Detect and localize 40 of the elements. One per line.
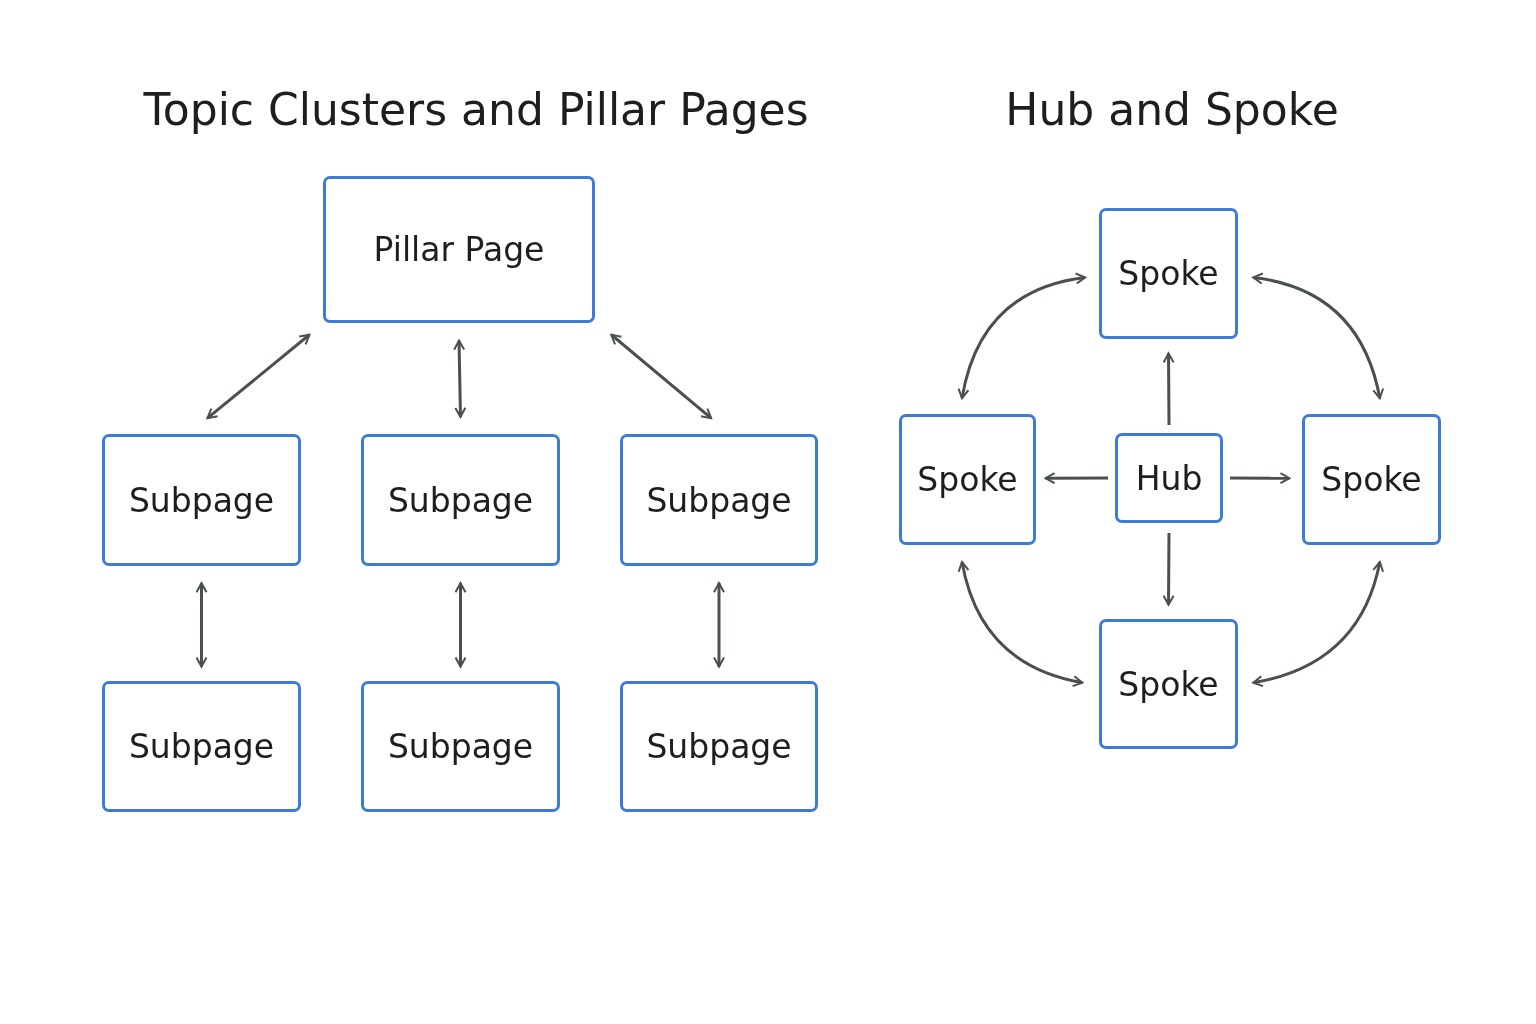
double-arrow [958,561,1084,687]
arrow [1162,532,1175,606]
page-box [620,681,818,812]
page-box [1302,414,1441,545]
node-label: Spoke [1118,664,1219,704]
page-box [620,434,818,566]
page-box [361,681,560,812]
node-label: Spoke [1118,254,1219,293]
section-title: Hub and Spoke [1005,84,1339,135]
node-label: Subpage [128,727,275,766]
page-box [102,434,301,566]
node-label: Spoke [1321,460,1422,499]
double-arrow [1252,561,1384,687]
double-arrow [206,333,311,420]
double-arrow [453,339,467,418]
double-arrow [195,582,208,668]
double-arrow [610,333,713,420]
page-box [323,176,595,323]
node-label: Spoke [917,460,1018,499]
node-label: Subpage [387,727,534,766]
page-box [1115,433,1223,523]
page-box [1099,208,1238,339]
node-label: Subpage [128,480,275,520]
node-label: Hub [1135,458,1203,498]
arrow [1230,472,1291,485]
page-box [102,681,301,812]
double-arrow [454,582,467,668]
arrow [1044,472,1108,485]
node-label: Subpage [387,480,534,520]
section-title: Topic Clusters and Pillar Pages [143,84,809,135]
double-arrow [957,272,1087,400]
node-label: Subpage [646,727,792,766]
node-label: Pillar Page [373,230,545,269]
node-label: Subpage [646,480,792,520]
arrow [1162,352,1175,425]
double-arrow [1252,272,1384,400]
page-box [899,414,1036,545]
double-arrow [713,582,725,668]
page-box [1099,619,1238,749]
page-box [361,434,560,566]
